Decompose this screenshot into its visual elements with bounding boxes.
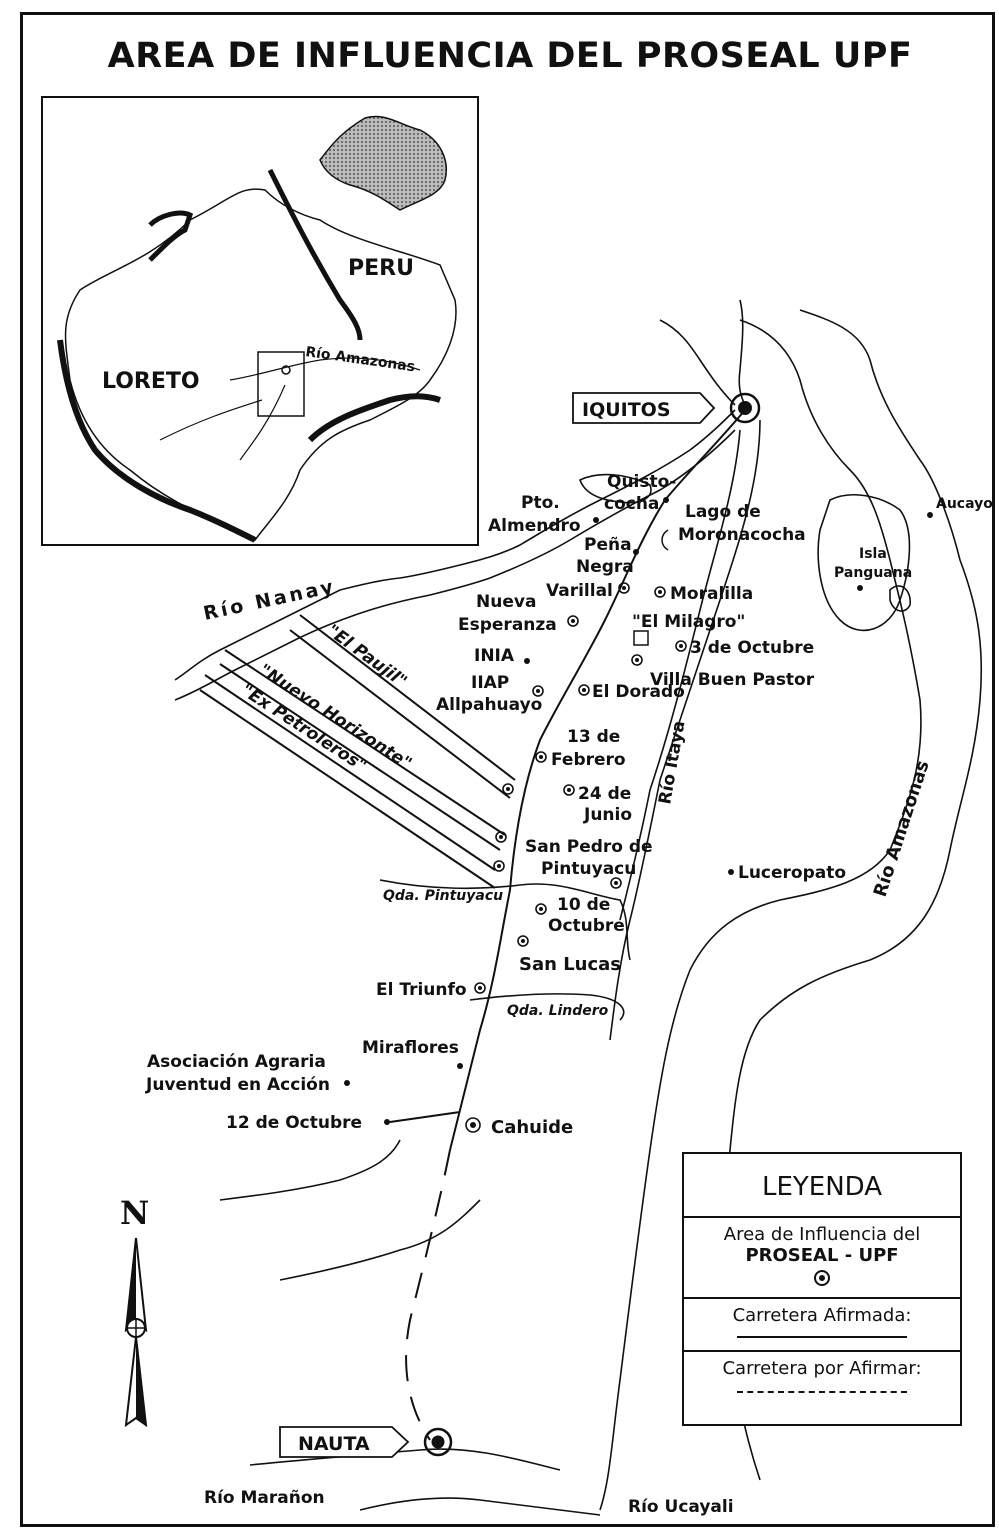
label-24-de: 24 de bbox=[578, 784, 631, 804]
label-octubre: Octubre bbox=[548, 916, 625, 936]
label-cahuide: Cahuide bbox=[491, 1117, 573, 1138]
shaded-region bbox=[319, 115, 447, 211]
rivers-layer bbox=[174, 299, 983, 1516]
label-rio-ucayali: Río Ucayali bbox=[628, 1497, 734, 1517]
label-iiap: IIAP bbox=[471, 673, 509, 693]
label-qda-pintuyacu: Qda. Pintuyacu bbox=[383, 888, 503, 904]
label-pena: Peña bbox=[584, 535, 632, 555]
label-nauta: NAUTA bbox=[298, 1433, 370, 1455]
label-rio-nanay: Río Nanay bbox=[201, 575, 337, 625]
label-moronacocha: Moronacocha bbox=[678, 525, 806, 545]
legend-paved: Carretera Afirmada: bbox=[684, 1299, 960, 1352]
label-nueva: Nueva bbox=[476, 592, 536, 612]
label-inia: INIA bbox=[474, 646, 515, 666]
markers-layer bbox=[279, 392, 933, 1458]
label-asociacion-agraria: Asociación Agraria bbox=[147, 1052, 326, 1072]
label-almendro: Almendro bbox=[488, 516, 581, 536]
loreto-outline bbox=[64, 188, 457, 541]
label-villa-buen-pastor: Villa Buen Pastor bbox=[650, 670, 815, 690]
legend-unpaved: Carretera por Afirmar: bbox=[684, 1352, 960, 1405]
iquitos-marker bbox=[729, 392, 761, 424]
label-cocha: cocha bbox=[604, 494, 659, 514]
solid-road-icon bbox=[737, 1336, 907, 1338]
legend-paved-label: Carretera Afirmada: bbox=[732, 1305, 912, 1326]
label-pto: Pto. bbox=[521, 493, 560, 513]
nauta-label-box bbox=[279, 1426, 410, 1458]
label-lago-de: Lago de bbox=[685, 502, 761, 522]
label-esperanza: Esperanza bbox=[458, 615, 557, 635]
label-allpahuayo: Allpahuayo bbox=[436, 695, 542, 715]
label-san-lucas: San Lucas bbox=[519, 954, 621, 975]
label-el-paujil: "El Paujil" bbox=[323, 621, 410, 692]
iquitos-label-box bbox=[572, 392, 716, 424]
label-el-triunfo: El Triunfo bbox=[376, 980, 467, 1000]
label-luceropato: Luceropato bbox=[738, 863, 846, 883]
label-pintuyacu: Pintuyacu bbox=[541, 859, 636, 879]
label-10-de: 10 de bbox=[557, 895, 610, 915]
label-aucayo: Aucayo bbox=[936, 496, 993, 512]
label-peru: PERU bbox=[348, 256, 414, 281]
label-san-pedro-de: San Pedro de bbox=[525, 837, 653, 857]
inset-map: PERU LORETO Río Amazonas bbox=[41, 96, 479, 546]
map-title: AREA DE INFLUENCIA DEL PROSEAL UPF bbox=[107, 36, 913, 76]
label-qda-lindero: Qda. Lindero bbox=[507, 1003, 609, 1019]
influence-symbol-icon bbox=[814, 1270, 830, 1286]
label-rio-itaya: Río Itaya bbox=[655, 719, 689, 806]
label-el-dorado: El Dorado bbox=[592, 682, 685, 702]
label-13-de: 13 de bbox=[567, 727, 620, 747]
legend-title: LEYENDA bbox=[684, 1154, 960, 1218]
map-frame bbox=[20, 12, 995, 1527]
dashed-road-icon bbox=[737, 1391, 907, 1393]
legend-area-line1: Area de Influencia del bbox=[723, 1224, 921, 1245]
label-loreto: LORETO bbox=[102, 369, 200, 394]
label-juventud-en-accion: Juventud en Acción bbox=[145, 1075, 330, 1095]
legend-area: Area de Influencia del PROSEAL - UPF bbox=[684, 1218, 960, 1299]
label-miraflores: Miraflores bbox=[362, 1038, 459, 1058]
label-varillal: Varillal bbox=[546, 581, 613, 601]
label-rio-amazonas: Río Amazonas bbox=[870, 758, 934, 900]
north-arrow: N bbox=[120, 1194, 149, 1428]
legend-area-line2: PROSEAL - UPF bbox=[745, 1245, 899, 1266]
label-el-milagro: "El Milagro" bbox=[632, 612, 745, 632]
north-letter: N bbox=[120, 1194, 149, 1232]
label-moralilla: Moralilla bbox=[670, 584, 753, 604]
roads-layer bbox=[199, 409, 746, 1441]
label-rio-maranon: Río Marañon bbox=[204, 1488, 325, 1508]
label-negra: Negra bbox=[576, 557, 634, 577]
study-area-box bbox=[257, 351, 305, 417]
label-isla: Isla bbox=[859, 546, 887, 562]
label-12-de-octubre: 12 de Octubre bbox=[226, 1113, 362, 1133]
label-junio: Junio bbox=[583, 805, 632, 825]
label-febrero: Febrero bbox=[551, 750, 626, 770]
legend-unpaved-label: Carretera por Afirmar: bbox=[722, 1358, 922, 1379]
label-iquitos: IQUITOS bbox=[582, 399, 671, 421]
label-quisto: Quisto- bbox=[607, 472, 676, 492]
nauta-marker bbox=[423, 1427, 453, 1457]
label-panguana: Panguana bbox=[834, 565, 912, 581]
legend-box: LEYENDA Area de Influencia del PROSEAL -… bbox=[682, 1152, 962, 1426]
label-3-de-octubre: 3 de Octubre bbox=[690, 638, 814, 658]
